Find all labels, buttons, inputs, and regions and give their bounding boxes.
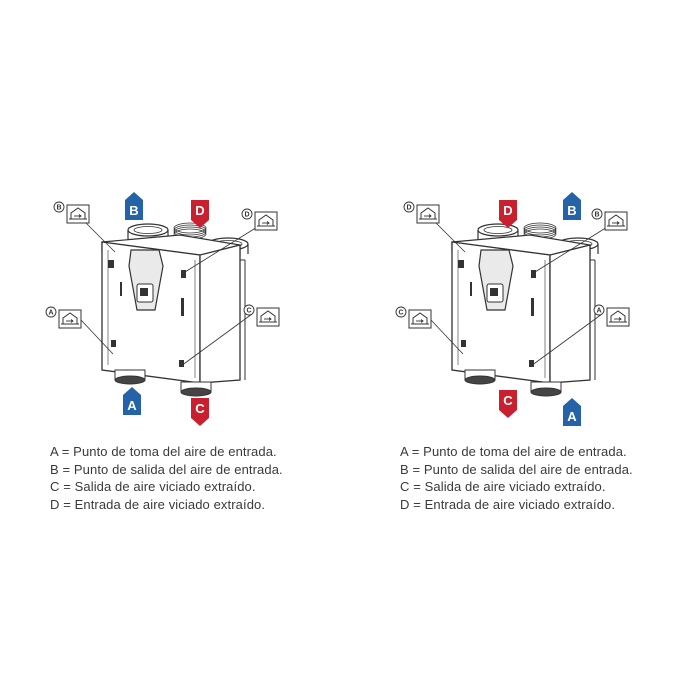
arrow-up-icon	[563, 398, 581, 426]
leader-line	[180, 313, 253, 367]
arrow-down-icon	[499, 390, 517, 418]
callout-upper-left: B	[53, 201, 90, 224]
callout-lower-right: C	[243, 304, 280, 327]
legend: A = Punto de toma del aire de entrada. B…	[400, 443, 633, 513]
arrow-up-icon	[125, 192, 143, 220]
svg-text:C: C	[398, 310, 403, 317]
svg-text:A: A	[596, 308, 601, 315]
tag-bottom-right: C	[191, 398, 209, 426]
svg-text:D: D	[195, 203, 204, 218]
tag-top-left: B	[125, 192, 143, 220]
tag-top-left: D	[499, 200, 517, 228]
house-icon	[254, 211, 278, 231]
tag-top-right: B	[563, 192, 581, 220]
legend-item-c: C = Salida de aire viciado extraído.	[400, 479, 606, 494]
svg-text:C: C	[195, 401, 205, 416]
svg-text:D: D	[503, 203, 512, 218]
house-icon	[408, 309, 432, 329]
leader-line	[430, 319, 464, 355]
svg-text:C: C	[246, 308, 251, 315]
tag-bottom-left: A	[123, 387, 141, 415]
svg-text:A: A	[127, 398, 137, 413]
callout-lower-left: A	[45, 306, 82, 329]
arrow-down-icon	[191, 200, 209, 228]
svg-text:B: B	[567, 203, 576, 218]
svg-text:B: B	[129, 203, 138, 218]
legend-item-a: A = Punto de toma del aire de entrada.	[400, 444, 627, 459]
callout-lower-right: A	[593, 304, 630, 327]
leader-line	[80, 319, 114, 355]
tag-top-right: D	[191, 200, 209, 228]
arrow-up-icon	[563, 192, 581, 220]
svg-text:A: A	[567, 409, 577, 424]
legend: A = Punto de toma del aire de entrada. B…	[50, 443, 283, 513]
house-icon	[256, 307, 280, 327]
leader-line	[534, 223, 613, 273]
house-icon	[416, 204, 440, 224]
callout-lower-left: C	[395, 306, 432, 329]
unit-diagram: D B C A D B C A	[395, 192, 630, 426]
legend-item-a: A = Punto de toma del aire de entrada.	[50, 444, 277, 459]
legend-item-d: D = Entrada de aire viciado extraído.	[50, 496, 266, 512]
legend-item-b: B = Punto de salida del aire de entrada.	[50, 461, 283, 477]
leader-line	[184, 223, 263, 273]
arrow-up-icon	[123, 387, 141, 415]
diagram-panel-right: D B C A D B C A	[395, 180, 695, 520]
leader-line	[530, 313, 603, 367]
svg-text:C: C	[503, 393, 513, 408]
legend-item-c: C = Salida de aire viciado extraído.	[50, 479, 256, 494]
legend-item-b: B = Punto de salida del aire de entrada.	[400, 461, 633, 477]
svg-text:A: A	[48, 310, 53, 317]
house-icon	[604, 211, 628, 231]
svg-text:D: D	[406, 205, 411, 212]
callout-upper-left: D	[403, 201, 440, 224]
unit-diagram: B D A C B D A	[45, 192, 280, 426]
tag-bottom-left: C	[499, 390, 517, 418]
house-icon	[66, 204, 90, 224]
diagram-panel-left: B D A C B D A	[45, 180, 345, 520]
arrow-down-icon	[499, 200, 517, 228]
svg-text:B: B	[56, 205, 61, 212]
tag-bottom-right: A	[563, 398, 581, 426]
callout-upper-right: D	[241, 208, 278, 231]
callout-upper-right: B	[591, 208, 628, 231]
house-icon	[606, 307, 630, 327]
svg-text:B: B	[594, 212, 599, 219]
svg-text:D: D	[244, 212, 249, 219]
arrow-down-icon	[191, 398, 209, 426]
house-icon	[58, 309, 82, 329]
legend-item-d: D = Entrada de aire viciado extraído.	[400, 496, 616, 512]
